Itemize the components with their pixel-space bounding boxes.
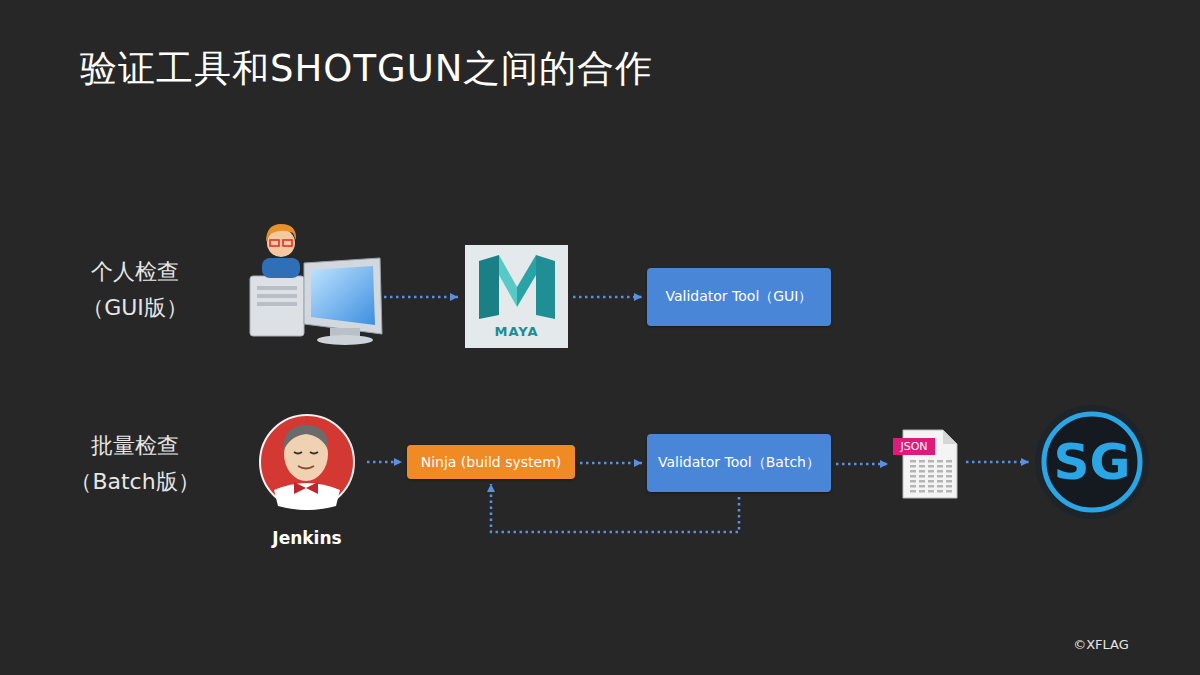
drive-bay: [257, 302, 297, 306]
file-grid-cell: [928, 460, 934, 463]
pc-tower: [250, 276, 304, 336]
pc-to-maya-arrow: [384, 296, 458, 299]
bow-tie: [294, 482, 306, 494]
file-grid-cell: [910, 485, 916, 488]
file-grid-cell: [937, 460, 943, 463]
file-grid-cell: [946, 475, 952, 478]
drive-bay: [257, 294, 297, 298]
node-label: JSON: [893, 438, 935, 455]
flow-arrow: [580, 462, 642, 465]
logo-outer: [1035, 405, 1149, 519]
shotgun-logo: SG: [1034, 404, 1150, 520]
copyright-note: ©XFLAG: [1056, 637, 1146, 653]
node-label: Validator Tool（GUI）: [660, 288, 819, 306]
file-grid-cell: [910, 465, 916, 468]
glasses-lens: [283, 240, 292, 246]
flow-arrow: [573, 296, 642, 299]
flow-arrow: [836, 463, 888, 466]
file-tag: [893, 438, 935, 455]
jenkins-eyes: [294, 452, 318, 454]
drive-bay: [257, 286, 297, 290]
node-label: MAYA: [465, 321, 568, 341]
file-grid-cell: [946, 460, 952, 463]
file-grid-cell: [910, 480, 916, 483]
file-grid-cell: [946, 485, 952, 488]
jenkins-shirt: [274, 483, 340, 510]
file-grid-cell: [919, 485, 925, 488]
file-grid-cell: [910, 470, 916, 473]
tool-box: Validator Tool（Batch）: [647, 434, 831, 492]
logo-part: [536, 255, 555, 319]
monitor-frame: [304, 258, 382, 334]
file-grid-cell: [946, 465, 952, 468]
file-grid-cell: [946, 480, 952, 483]
file-grid-cell: [919, 465, 925, 468]
jenkins-icon-graphic: [252, 410, 362, 515]
logo-part: [517, 255, 536, 307]
row-label: 批量检查 （Batch版）: [60, 428, 210, 500]
jenkins-icon: Jenkins: [252, 410, 362, 550]
file-grid-cell: [937, 465, 943, 468]
file-grid-cell: [928, 490, 934, 493]
file-grid-cell: [928, 475, 934, 478]
file-grid-cell: [919, 470, 925, 473]
file-grid-cell: [937, 475, 943, 478]
icon-shapes: [465, 245, 568, 348]
file-grid-cell: [919, 475, 925, 478]
file-grid-cell: [910, 490, 916, 493]
flow-arrow: [367, 461, 402, 464]
row-label: 个人检查 （GUI版）: [60, 254, 210, 326]
icon-shapes: [893, 430, 957, 498]
node-label: Jenkins: [252, 526, 362, 550]
node-label: SG: [1034, 404, 1150, 520]
build-box: Ninja (build system): [407, 445, 575, 479]
icon-background: [465, 245, 568, 348]
person-shoulders: [262, 258, 300, 278]
bow-tie: [306, 482, 318, 494]
file-grid-cell: [928, 485, 934, 488]
jenkins-hair: [284, 425, 328, 450]
logo-part: [479, 255, 499, 319]
icon-shapes: [260, 415, 354, 510]
maya-icon: MAYA: [465, 245, 568, 348]
file-grid-cell: [928, 470, 934, 473]
file-grid-cell: [928, 465, 934, 468]
jenkins-mouth: [298, 466, 314, 469]
logo-part: [499, 255, 517, 307]
file-grid-cell: [937, 490, 943, 493]
file-grid-cell: [919, 490, 925, 493]
file-grid-cell: [928, 480, 934, 483]
file-grid-cell: [910, 460, 916, 463]
file-grid-cell: [937, 470, 943, 473]
file-grid-cell: [937, 485, 943, 488]
file-grid-cell: [910, 475, 916, 478]
node-label: Ninja (build system): [415, 454, 568, 470]
node-label: Validator Tool（Batch）: [652, 454, 826, 472]
json-file-icon: JSON: [893, 428, 961, 500]
file-grid-cell: [919, 460, 925, 463]
monitor-screen: [311, 266, 375, 325]
file-grid-cell: [946, 490, 952, 493]
json-file-icon-graphic: [893, 428, 961, 500]
tool-box: Validator Tool（GUI）: [647, 268, 831, 326]
diagram-title: 验证工具和SHOTGUN之间的合作: [80, 44, 653, 94]
file-grid-cell: [946, 470, 952, 473]
monitor-base: [317, 335, 373, 345]
file-fold: [943, 430, 957, 444]
icon-shapes: [1035, 405, 1149, 519]
pc-illustration: [250, 224, 382, 345]
glasses-lens: [270, 240, 279, 246]
jenkins-badge: [260, 415, 354, 509]
flow-arrow: [966, 461, 1029, 464]
file-grid-cell: [937, 480, 943, 483]
file-grid-cell: [919, 480, 925, 483]
